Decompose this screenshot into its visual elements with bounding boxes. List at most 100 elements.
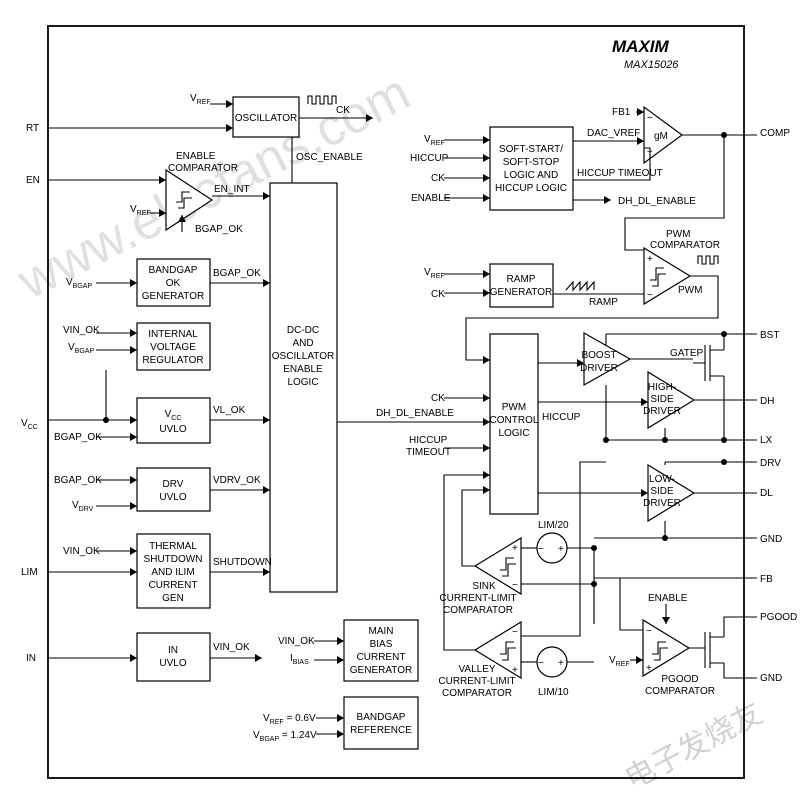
sink-comparator	[473, 536, 522, 596]
svg-text:+: +	[646, 663, 652, 674]
svg-text:−: −	[538, 658, 544, 669]
svg-text:BANDGAP: BANDGAP	[149, 265, 198, 276]
enable-comparator	[165, 168, 214, 232]
bandgap-reference-label: BANDGAP REFERENCE	[350, 712, 412, 736]
svg-text:VOLTAGE: VOLTAGE	[150, 342, 196, 353]
vref-osc: VREF	[190, 93, 211, 106]
svg-text:SHUTDOWN: SHUTDOWN	[144, 554, 203, 565]
high-side-driver-label: HIGH- SIDE DRIVER	[643, 382, 681, 417]
pin-pgood: PGOOD	[760, 612, 797, 623]
softstart-block	[489, 126, 574, 211]
en-int-label: EN_INT	[214, 184, 250, 195]
part-number: MAX15026	[624, 59, 679, 71]
pmos-transistor	[693, 345, 724, 381]
internal-regulator-label: INTERNAL VOLTAGE REGULATOR	[142, 329, 203, 366]
bandgap-ok-block	[136, 258, 211, 307]
svg-text:−: −	[647, 290, 653, 301]
lim20-label: LIM/20	[538, 520, 569, 531]
vin-ok-in: VIN_OK	[213, 642, 250, 653]
pin-comp: COMP	[760, 128, 790, 139]
in-uvlo-label: IN UVLO	[159, 645, 186, 669]
svg-text:HICCUP LOGIC: HICCUP LOGIC	[495, 183, 567, 194]
svg-text:SOFT-STOP: SOFT-STOP	[503, 157, 560, 168]
high-side-driver	[647, 370, 696, 430]
main-bias-label: MAIN BIAS CURRENT GENERATOR	[350, 626, 412, 676]
svg-text:+: +	[558, 658, 564, 669]
bandgap-reference-block	[343, 696, 419, 750]
drv-uvlo-block	[136, 467, 211, 512]
pin-lim: LIM	[21, 567, 38, 578]
gm-amplifier	[643, 105, 684, 165]
svg-text:CURRENT: CURRENT	[357, 652, 406, 663]
pin-en: EN	[26, 175, 40, 186]
vbgap-in: VBGAP	[66, 277, 92, 290]
svg-text:GENERATOR: GENERATOR	[490, 287, 552, 298]
svg-text:SIDE: SIDE	[650, 486, 674, 497]
pgood-comp-title-2: COMPARATOR	[645, 686, 715, 697]
vref-06-label: VREF = 0.6V	[263, 713, 316, 726]
watermark-cn: 电子发烧友	[619, 696, 768, 797]
sink-comp-title-2: CURRENT-LIMIT	[439, 593, 516, 604]
enable-comparator-title-2: COMPARATOR	[168, 163, 238, 174]
vref-en: VREF	[130, 204, 151, 217]
svg-text:THERMAL: THERMAL	[149, 541, 197, 552]
svg-text:DRIVER: DRIVER	[643, 406, 681, 417]
dcdc-enable-logic-label: DC-DC AND OSCILLATOR ENABLE LOGIC	[272, 325, 334, 388]
svg-text:LOGIC: LOGIC	[287, 377, 318, 388]
svg-text:GENERATOR: GENERATOR	[142, 291, 204, 302]
svg-text:DRIVER: DRIVER	[643, 498, 681, 509]
dac-vref-label: DAC_VREF	[587, 128, 640, 139]
svg-text:CURRENT: CURRENT	[149, 580, 198, 591]
arrows	[130, 100, 670, 738]
junctions	[103, 132, 727, 587]
svg-text:REGULATOR: REGULATOR	[142, 355, 203, 366]
oscillator-label: OSCILLATOR	[235, 113, 297, 124]
svg-text:INTERNAL: INTERNAL	[148, 329, 198, 340]
boost-driver-label: BOOST DRIVER	[580, 350, 618, 374]
valley-comp-title-1: VALLEY	[458, 664, 495, 675]
svg-text:LOGIC: LOGIC	[498, 428, 529, 439]
main-bias-block	[343, 619, 419, 682]
internal-regulator-block	[136, 322, 211, 371]
bgap-ok-out: BGAP_OK	[213, 268, 261, 279]
svg-text:−: −	[646, 626, 652, 637]
svg-text:+: +	[512, 665, 518, 676]
vref-ramp: VREF	[424, 267, 445, 280]
svg-text:+: +	[647, 254, 653, 265]
thermal-shutdown-block	[136, 533, 211, 609]
vbgap-124-label: VBGAP = 1.24V	[253, 730, 317, 743]
pwm-comparator-title-2: COMPARATOR	[650, 240, 720, 251]
svg-text:−: −	[538, 544, 544, 555]
sink-comp-title-3: COMPARATOR	[443, 605, 513, 616]
svg-text:SIDE: SIDE	[650, 394, 674, 405]
svg-text:BANDGAP: BANDGAP	[357, 712, 406, 723]
bgap-ok-drv: BGAP_OK	[54, 475, 102, 486]
svg-text:VCC: VCC	[165, 409, 182, 422]
pwm-comparator-title-1: PWM	[666, 229, 690, 240]
pwm-control-logic-label: PWM CONTROL LOGIC	[490, 402, 539, 439]
hiccup-out: HICCUP	[542, 412, 581, 423]
vin-ok-thermal: VIN_OK	[63, 546, 100, 557]
pgood-transistor	[689, 632, 724, 668]
hiccup-timeout-label: HICCUP TIMEOUT	[577, 168, 663, 179]
vdrv-in: VDRV	[72, 500, 94, 513]
svg-text:−: −	[647, 113, 653, 124]
enable-ss: ENABLE	[411, 193, 451, 204]
fb1-label: FB1	[612, 107, 631, 118]
svg-text:LOGIC AND: LOGIC AND	[504, 170, 558, 181]
lim10-label: LIM/10	[538, 687, 569, 698]
pin-rt: RT	[26, 123, 39, 134]
svg-text:DRV: DRV	[163, 479, 184, 490]
pin-drv: DRV	[760, 458, 781, 469]
bgap-ok-en: BGAP_OK	[195, 224, 243, 235]
pwm-comparator-tag: PWM	[678, 285, 702, 296]
svg-text:−: −	[512, 580, 518, 591]
dh-dl-enable-label: DH_DL_ENABLE	[376, 408, 454, 419]
svg-text:+: +	[512, 543, 518, 554]
vin-ok-reg: VIN_OK	[63, 325, 100, 336]
svg-text:UVLO: UVLO	[159, 658, 186, 669]
pin-dl: DL	[760, 488, 773, 499]
valley-comp-title-2: CURRENT-LIMIT	[438, 676, 515, 687]
svg-text:BOOST: BOOST	[581, 350, 616, 361]
